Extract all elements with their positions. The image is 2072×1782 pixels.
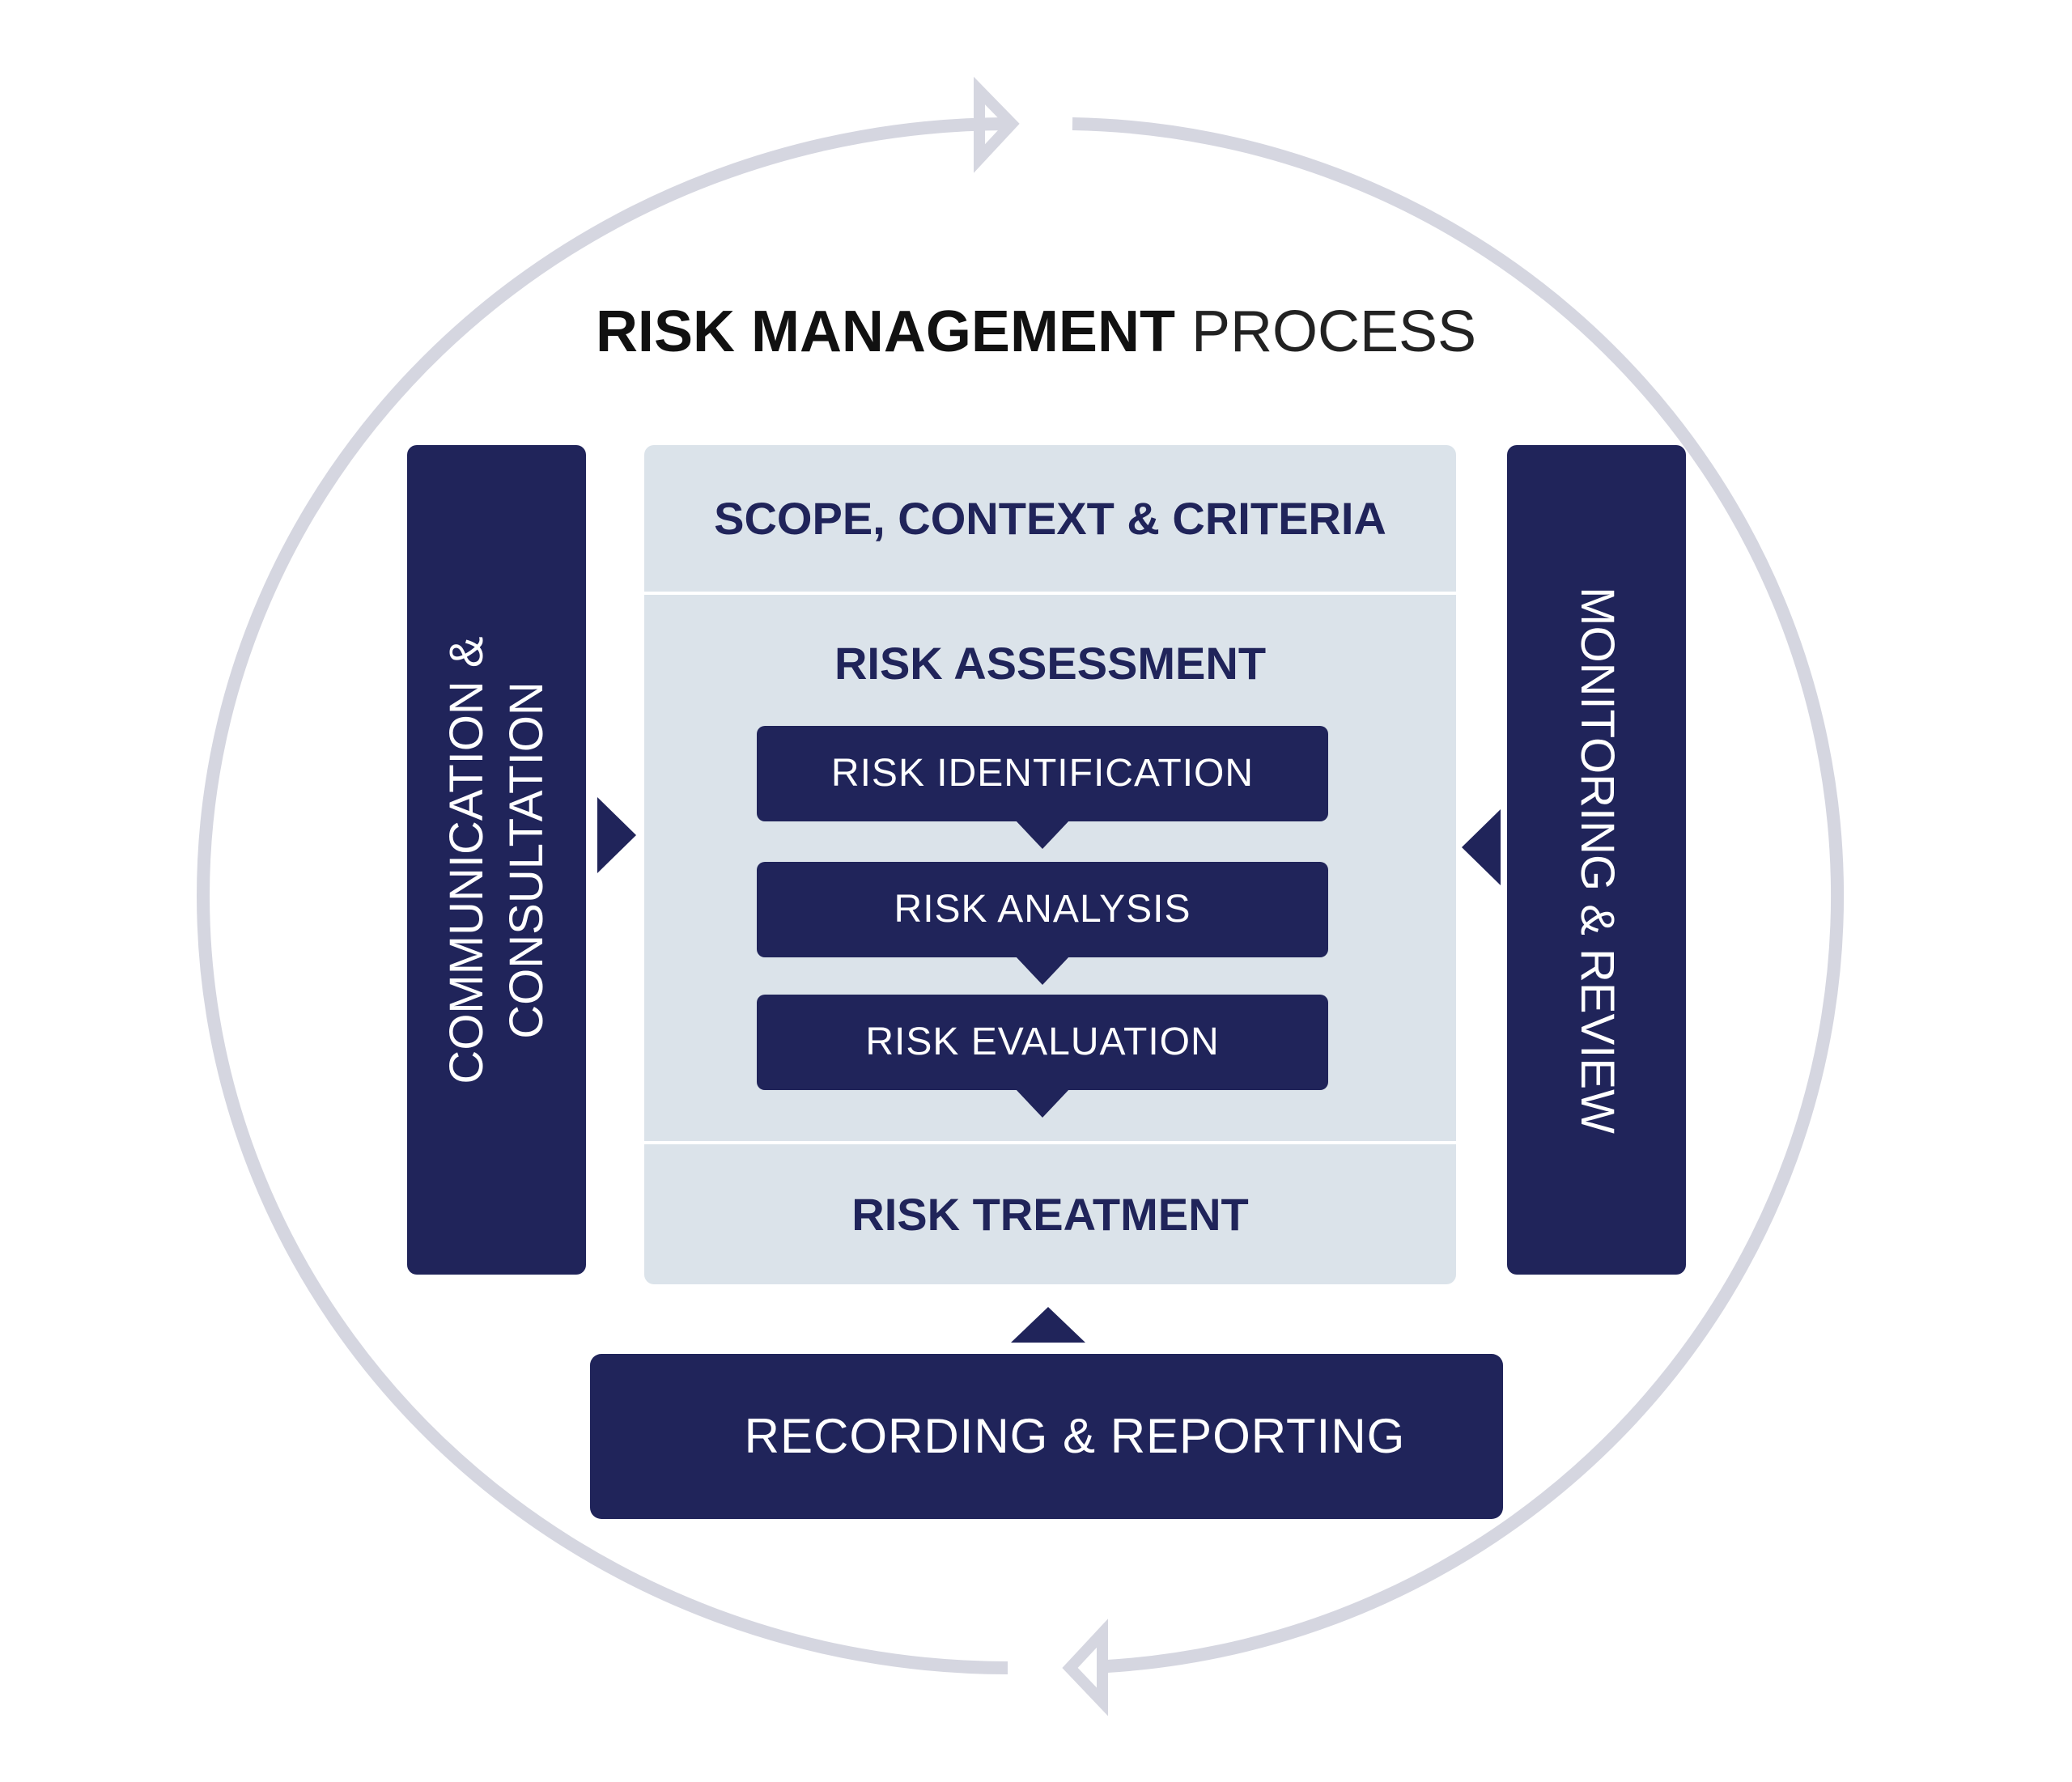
diagram-title: RISK MANAGEMENT PROCESS: [0, 283, 2072, 380]
consultation-line: CONSULTATION: [499, 681, 553, 1039]
arrow-right-icon: [597, 797, 636, 873]
treatment-label: RISK TREATMENT: [851, 1189, 1249, 1240]
monitoring-review-bar: MONITORING & REVIEW: [1507, 445, 1686, 1275]
assessment-label: RISK ASSESSMENT: [834, 638, 1267, 689]
scope-label: SCOPE, CONTEXT & CRITERIA: [714, 493, 1386, 544]
chevron-down-icon: [1015, 956, 1070, 985]
chevron-down-icon: [1015, 1088, 1070, 1118]
cycle-arrowhead-top: [974, 76, 1020, 173]
title-bold: RISK MANAGEMENT: [595, 299, 1175, 364]
scope-band: SCOPE, CONTEXT & CRITERIA: [644, 445, 1456, 592]
cycle-arc-left: [196, 117, 1008, 1674]
title-light: PROCESS: [1191, 299, 1477, 364]
treatment-band: RISK TREATMENT: [644, 1144, 1456, 1284]
recording-reporting-label: RECORDING & REPORTING: [744, 1409, 1406, 1463]
chevron-down-icon: [1015, 820, 1070, 849]
step-risk-analysis: RISK ANALYSIS: [757, 862, 1328, 957]
monitoring-review-label: MONITORING & REVIEW: [1570, 586, 1624, 1134]
step-risk-identification: RISK IDENTIFICATION: [757, 726, 1328, 821]
separator: [644, 592, 1456, 595]
communication-consultation-bar: COMMUNICATION & CONSULTATION: [407, 445, 586, 1275]
recording-reporting-bar: RECORDING & REPORTING: [590, 1354, 1503, 1519]
step-risk-evaluation: RISK EVALUATION: [757, 995, 1328, 1090]
cycle-arrowhead-bottom: [1062, 1619, 1108, 1716]
communication-consultation-label: COMMUNICATION & CONSULTATION: [437, 636, 557, 1084]
communication-line: COMMUNICATION &: [439, 635, 493, 1084]
arrow-left-icon: [1462, 809, 1501, 885]
cycle-arc-right: [1072, 117, 1845, 1673]
separator: [644, 1141, 1456, 1144]
arrow-up-icon: [1011, 1307, 1085, 1343]
